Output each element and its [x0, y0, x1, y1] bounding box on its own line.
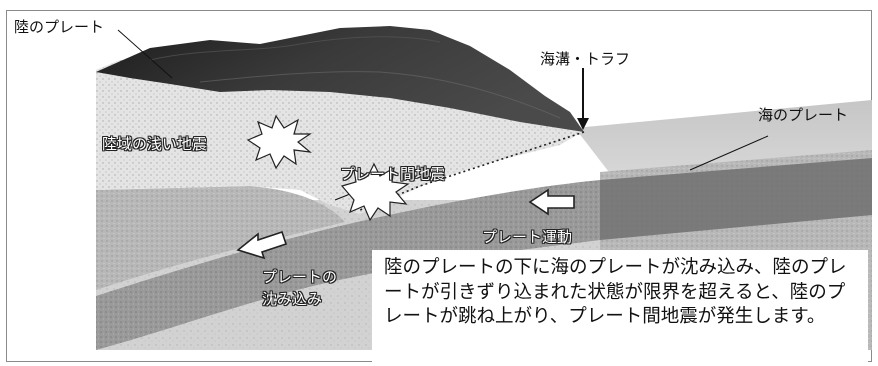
label-shallow-quake: 陸域の浅い地震	[102, 135, 208, 153]
label-oceanic-plate: 海のプレート	[758, 106, 849, 124]
plate-motion-arrow	[528, 188, 575, 216]
label-trench: 海溝・トラフ	[540, 50, 631, 68]
leader-oceanic	[689, 135, 769, 171]
label-subduction-line2: 沈み込み	[262, 290, 323, 308]
leader-continental	[117, 29, 173, 79]
label-continental-plate: 陸のプレート	[14, 18, 105, 36]
trench-arrow	[577, 118, 589, 130]
caption-box: 陸のプレートの下に海のプレートが沈み込み、陸のプレートが引きずり込まれた状態が限…	[372, 250, 868, 366]
label-subduction-line1: プレートの	[262, 268, 338, 286]
oceanic-plate-band	[600, 158, 872, 240]
interplate-quake-burst	[340, 162, 410, 222]
subduction-arrow	[236, 230, 288, 260]
subducting-slab	[96, 180, 600, 350]
continental-plate-top	[96, 26, 584, 132]
mantle-wedge	[96, 186, 345, 290]
shallow-quake-burst	[246, 114, 312, 170]
caption-text: 陸のプレートの下に海のプレートが沈み込み、陸のプレートが引きずり込まれた状態が限…	[384, 257, 847, 327]
label-interplate-quake: プレート間地震	[340, 165, 446, 183]
label-plate-motion: プレート運動	[482, 228, 573, 246]
